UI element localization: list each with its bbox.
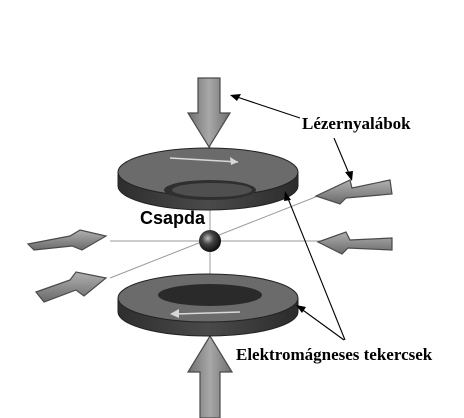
label-coils: Elektromágneses tekercsek: [236, 345, 433, 364]
laser-arrow-right-upper: [314, 179, 393, 205]
laser-arrow-left-lower: [35, 271, 108, 303]
pointer-coil-top: [286, 195, 346, 341]
current-arrow-bottom: [175, 311, 241, 315]
laser-arrow-right-lower: [316, 231, 393, 255]
pointer-coil-bottom: [299, 307, 345, 341]
laser-arrow-bottom: [186, 334, 234, 418]
pointer-laser-top: [233, 95, 301, 119]
laser-arrow-top: [186, 77, 232, 149]
current-arrow-top: [169, 157, 239, 163]
pointer-laser-right: [333, 137, 351, 177]
coil-bottom: [117, 273, 299, 337]
trap-cloud: [199, 230, 221, 252]
laser-arrow-left-upper: [26, 229, 108, 251]
coil-top: [117, 147, 299, 211]
label-lasers: Lézernyalábok: [302, 114, 411, 133]
pointer-lines: [230, 94, 353, 341]
label-trap: Csapda: [140, 208, 206, 228]
